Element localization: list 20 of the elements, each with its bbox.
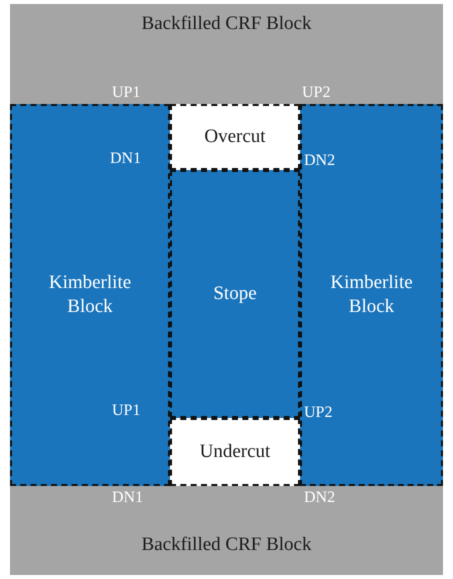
band-label: Backfilled CRF Block: [140, 533, 312, 557]
overcut-area: [170, 104, 300, 170]
point-label: UP1: [112, 84, 140, 102]
point-label: UP2: [302, 84, 330, 102]
area-label: Stope: [212, 282, 258, 306]
stope-area: [170, 170, 300, 418]
area-label: Kimberlite Block: [48, 271, 132, 319]
point-label: DN1: [110, 150, 142, 168]
point-label: UP2: [304, 404, 332, 422]
point-label: DN2: [304, 489, 336, 507]
point-label: UP1: [112, 402, 140, 420]
undercut-area: [170, 418, 300, 486]
band-label: Backfilled CRF Block: [140, 12, 312, 36]
point-label: DN2: [304, 152, 336, 170]
kimberlite-block: [300, 104, 443, 486]
area-label: Undercut: [198, 440, 272, 464]
area-label: Overcut: [203, 125, 267, 149]
kimberlite-block: [10, 104, 170, 486]
point-label: DN1: [112, 489, 144, 507]
area-label: Kimberlite Block: [329, 271, 414, 319]
